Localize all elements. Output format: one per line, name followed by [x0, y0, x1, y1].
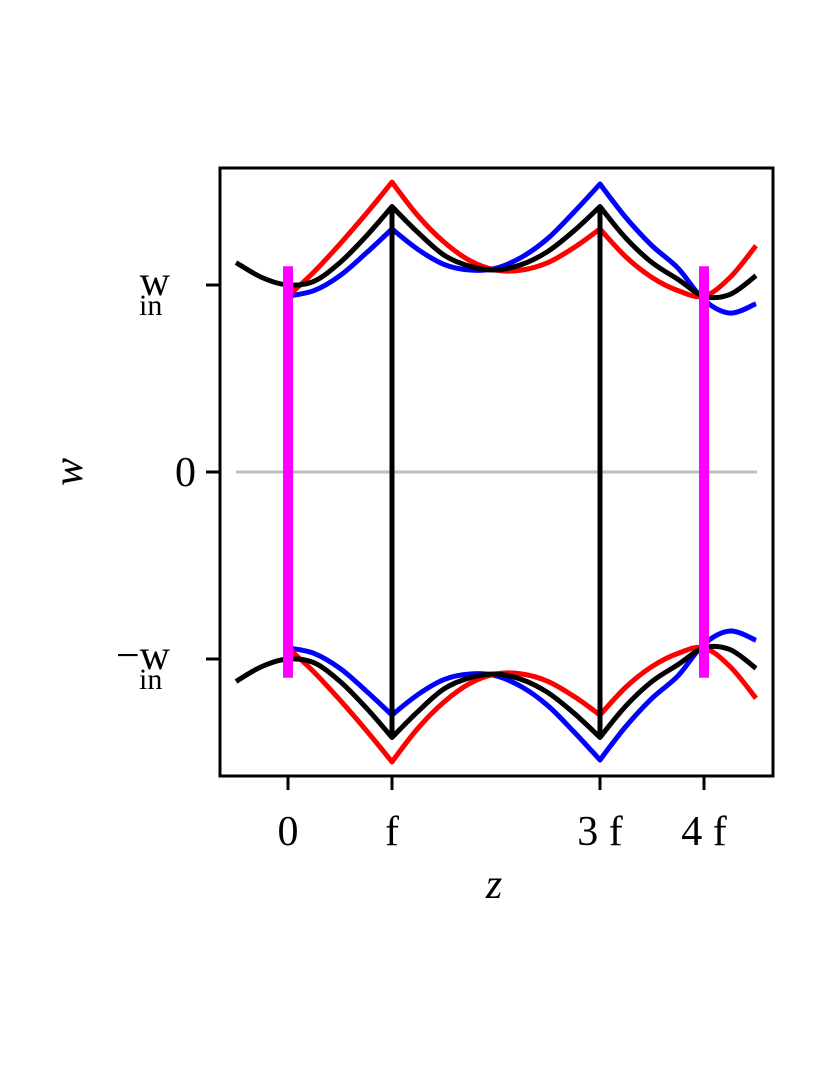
- x-axis-label: z: [485, 862, 502, 908]
- series-line-0: [287, 181, 758, 316]
- series-line-1: [286, 179, 758, 300]
- vertical-lines-layer: [283, 206, 709, 738]
- y-tick-label-1: 0: [175, 450, 196, 496]
- x-tick-label-2: 3 f: [577, 809, 623, 855]
- y-tick-sub-0: in: [139, 289, 162, 322]
- x-tick-label-0: 0: [278, 809, 299, 855]
- y-axis-label: w: [46, 458, 92, 486]
- x-tick-label-1: f: [385, 809, 399, 855]
- series-line-5: [234, 643, 758, 740]
- series-line-2: [234, 204, 758, 301]
- y-tick-label-0: w: [140, 259, 171, 305]
- y-tick-label-2: −w: [116, 633, 171, 679]
- x-tick-label-3: 4 f: [681, 809, 727, 855]
- series-line-3: [287, 628, 758, 763]
- series-line-4: [286, 644, 758, 765]
- y-tick-sub-2: in: [139, 663, 162, 696]
- series-layer: [234, 179, 758, 765]
